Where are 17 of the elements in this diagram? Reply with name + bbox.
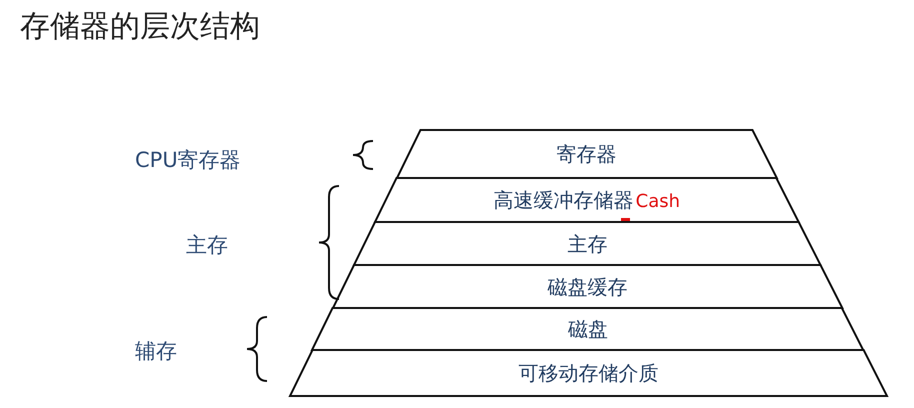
side-label: 主存 [186, 232, 228, 259]
side-label: 辅存 [135, 338, 177, 365]
pyramid-level [396, 130, 776, 178]
side-label: CPU寄存器 [135, 147, 241, 174]
level-label: 磁盘缓存 [548, 274, 628, 298]
pyramid-level [290, 350, 887, 396]
title: 存储器的层次结构 [20, 8, 260, 46]
pyramid-level [354, 222, 820, 265]
level-label: 主存 [567, 232, 608, 256]
level-label: 可移动存储介质 [518, 361, 658, 385]
level-label: 高速缓冲存储器 [494, 188, 634, 212]
level-label: 寄存器 [556, 142, 616, 166]
pyramid-level [312, 308, 864, 350]
pyramid-level [333, 265, 842, 308]
level-label: 磁盘 [568, 317, 608, 341]
pyramid-level [375, 178, 799, 222]
annotation-text: Cash [636, 191, 680, 212]
